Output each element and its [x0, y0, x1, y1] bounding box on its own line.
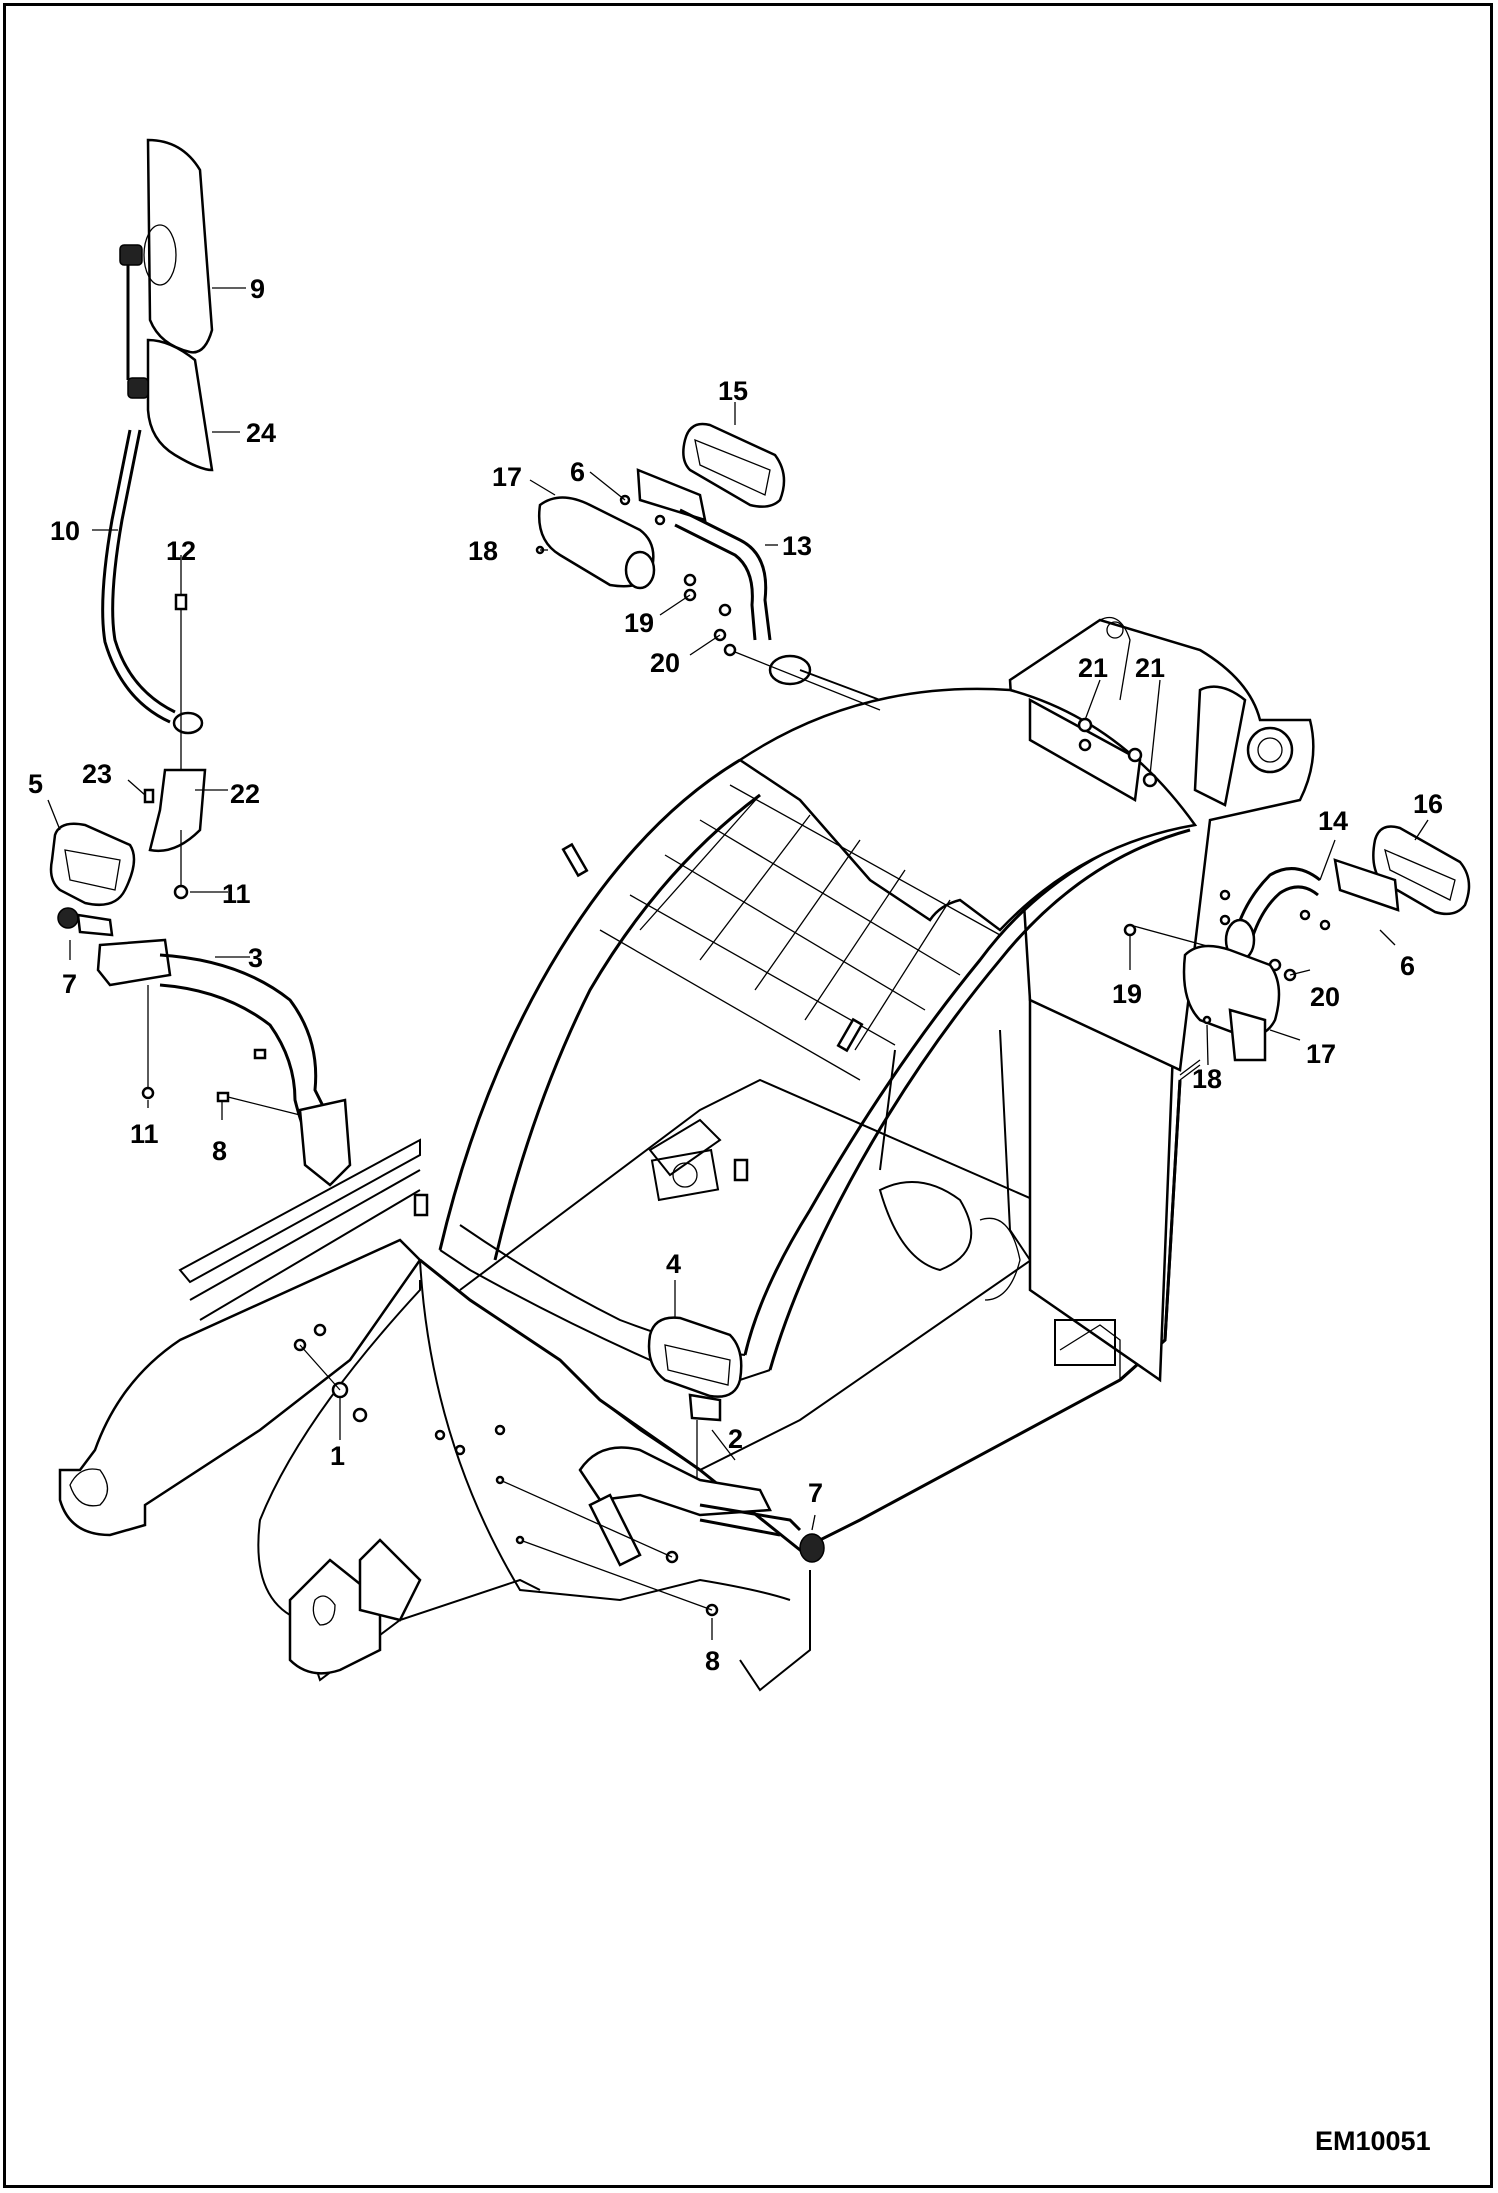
- light-bracket-left: [96, 938, 352, 1187]
- work-light-top: [636, 422, 786, 522]
- callout-19a: 19: [624, 608, 654, 638]
- mirror-large: [119, 138, 214, 354]
- callout-22: 22: [230, 779, 260, 809]
- callout-13: 13: [782, 531, 812, 561]
- callout-21b: 21: [1135, 653, 1165, 683]
- callout-23: 23: [82, 759, 112, 789]
- work-light-left: [49, 822, 136, 937]
- handle-bar-right: [1123, 867, 1331, 982]
- light-bracket-front: [495, 1420, 825, 1617]
- callout-17a: 17: [492, 462, 522, 492]
- bracket-21: [1028, 697, 1158, 803]
- callout-17b: 17: [1306, 1039, 1336, 1069]
- callout-16: 16: [1413, 789, 1443, 819]
- work-light-right: [1333, 825, 1471, 916]
- callout-18a: 18: [468, 536, 498, 566]
- callout-1: 1: [330, 1441, 345, 1471]
- mirror-small: [127, 338, 214, 472]
- leader-lines: [47, 287, 1429, 1640]
- callout-20a: 20: [650, 648, 680, 678]
- drawing-frame: [3, 3, 1493, 2188]
- handle-guard-right: [1179, 944, 1281, 1081]
- callout-3: 3: [248, 943, 263, 973]
- callout-11b: 11: [130, 1119, 159, 1149]
- callout-7a: 7: [62, 969, 77, 999]
- callout-12: 12: [166, 536, 196, 566]
- callout-8b: 8: [705, 1646, 720, 1676]
- callout-10: 10: [50, 516, 80, 546]
- callout-15: 15: [718, 376, 748, 406]
- callout-6b: 6: [1400, 951, 1415, 981]
- callout-24: 24: [246, 418, 276, 448]
- handle-guard-top: [537, 496, 656, 590]
- mirror-bracket: [143, 593, 207, 900]
- callout-7b: 7: [808, 1478, 823, 1508]
- callout-14: 14: [1318, 806, 1348, 836]
- callout-6a: 6: [570, 457, 585, 487]
- callout-5: 5: [28, 769, 43, 799]
- callout-8a: 8: [212, 1136, 227, 1166]
- figure-id: EM10051: [1315, 2126, 1431, 2156]
- callout-21a: 21: [1078, 653, 1108, 683]
- callout-19b: 19: [1112, 979, 1142, 1009]
- callout-4: 4: [666, 1249, 681, 1279]
- callout-9: 9: [250, 274, 265, 304]
- mounting-hardware-left: [293, 1323, 506, 1456]
- callout-20b: 20: [1310, 982, 1340, 1012]
- callout-18b: 18: [1192, 1064, 1222, 1094]
- callout-11a: 11: [222, 879, 251, 909]
- callout-labels: 9 24 10 12 5 23 22 11 7 3 11 8 15 17 6 1…: [28, 274, 1443, 1676]
- work-light-front: [647, 1316, 743, 1422]
- callout-2: 2: [728, 1424, 743, 1454]
